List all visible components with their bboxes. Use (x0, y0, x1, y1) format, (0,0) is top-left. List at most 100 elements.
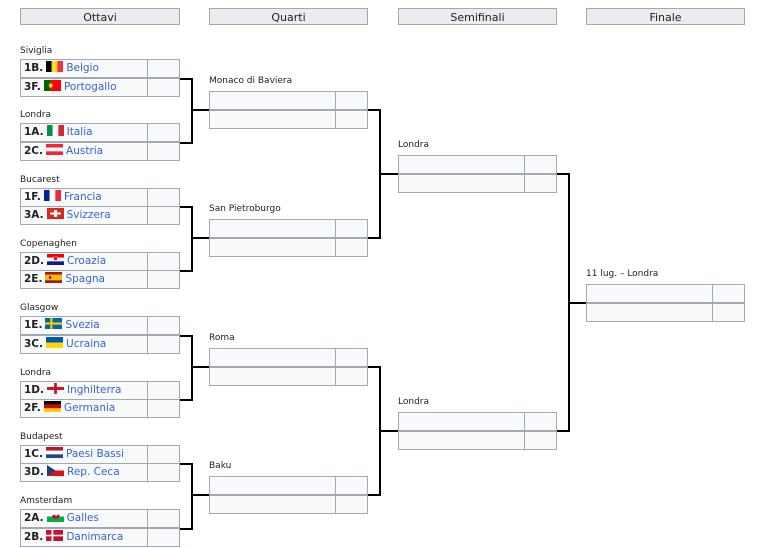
team-row: 1D. Inghilterra (20, 380, 180, 400)
switzerland-flag-icon (46, 208, 64, 220)
score-cell (334, 349, 367, 366)
bracket-connector-line (191, 237, 209, 239)
team-name-link[interactable]: Croazia (67, 254, 107, 267)
team-cell (587, 285, 713, 302)
france-flag-icon (43, 189, 61, 201)
team-cell: 1A.Italia (21, 124, 148, 142)
team-cell: 2A.Galles (21, 510, 148, 528)
match-venue: Londra (20, 110, 51, 121)
team-row: 1E. Svezia (20, 316, 180, 336)
team-name-link[interactable]: Galles (66, 512, 99, 525)
score-cell (146, 143, 179, 160)
team-row: 2B.Danimarca (20, 527, 180, 547)
croatia-flag-icon (47, 253, 65, 265)
score-cell (334, 220, 367, 237)
team-row (398, 155, 557, 174)
score-cell (146, 336, 179, 353)
portugal-flag-icon (43, 79, 61, 91)
team-name-link[interactable]: Francia (63, 190, 102, 203)
team-cell: 3F. Portogallo (21, 78, 148, 96)
match-venue: 11 lug. – Londra (586, 269, 659, 279)
denmark-flag-icon (46, 529, 64, 541)
team-row: 1C. Paesi Bassi (20, 444, 180, 464)
team-name-link[interactable]: Germania (63, 402, 116, 414)
team-cell: 2C.Austria (21, 142, 148, 160)
match-venue: Siviglia (20, 46, 53, 56)
score-cell (523, 413, 556, 430)
team-name-link[interactable]: Portogallo (63, 80, 117, 93)
match-venue: Copenaghen (20, 238, 77, 249)
team-seed: 1E. (24, 319, 43, 332)
bracket-connector-line (568, 302, 586, 304)
bracket-connector-line (191, 463, 193, 530)
team-name-link[interactable]: Belgio (66, 62, 99, 74)
team-name-link[interactable]: Ucraina (66, 337, 107, 350)
team-cell (399, 413, 525, 430)
score-cell (334, 111, 367, 128)
team-cell (210, 349, 336, 366)
score-cell (146, 382, 179, 399)
team-cell (587, 303, 713, 321)
austria-flag-icon (46, 143, 64, 155)
team-cell (399, 431, 525, 449)
match-venue: Baku (209, 461, 232, 471)
team-name-link[interactable]: Danimarca (66, 530, 124, 543)
team-seed: 2E. (24, 273, 43, 286)
match-venue: Roma (209, 333, 235, 343)
score-cell (334, 92, 367, 109)
team-seed: 1C. (24, 447, 44, 460)
bracket-connector-line (368, 109, 380, 111)
team-name-link[interactable]: Svezia (65, 319, 100, 332)
bracket-connector-line (368, 237, 380, 239)
score-cell (523, 156, 556, 173)
score-cell (146, 207, 179, 224)
team-row: 2D. Croazia (20, 251, 180, 271)
team-row: 2A.Galles (20, 509, 180, 529)
team-seed: 3F. (24, 80, 41, 93)
team-row (398, 430, 557, 450)
team-row: 3F. Portogallo (20, 77, 180, 97)
team-row (209, 494, 368, 514)
team-cell (210, 110, 336, 128)
score-cell (146, 529, 179, 546)
bracket-connector-line (191, 366, 209, 368)
score-cell (146, 510, 179, 527)
spain-flag-icon (45, 272, 63, 284)
match-venue: Budapest (20, 431, 63, 442)
netherlands-flag-icon (46, 446, 64, 458)
team-name-link[interactable]: Paesi Bassi (66, 447, 124, 460)
bracket-connector-line (368, 366, 380, 368)
team-row (209, 109, 368, 129)
score-cell (523, 175, 556, 192)
score-cell (146, 253, 179, 270)
team-cell (210, 367, 336, 385)
match-venue: Monaco di Baviera (209, 76, 293, 86)
team-name-link[interactable]: Inghilterra (67, 383, 122, 396)
team-name-link[interactable]: Austria (66, 144, 104, 157)
team-seed: 2D. (24, 254, 45, 267)
czechia-flag-icon (47, 465, 65, 477)
team-name-link[interactable]: Italia (66, 126, 93, 139)
bracket-connector-line (191, 494, 209, 496)
team-row: 2C.Austria (20, 141, 180, 161)
team-row (398, 412, 557, 431)
team-seed: 1D. (24, 383, 45, 396)
team-row (209, 219, 368, 238)
team-cell (399, 156, 525, 173)
team-cell: 1D. Inghilterra (21, 381, 148, 399)
score-cell (334, 496, 367, 513)
team-name-link[interactable]: Svizzera (66, 209, 111, 222)
bracket-connector-line (191, 109, 209, 111)
team-row: 3C.Ucraina (20, 334, 180, 354)
match-venue: Glasgow (20, 303, 59, 314)
team-cell: 3A.Svizzera (21, 207, 148, 225)
bracket-connector-line (191, 206, 193, 273)
team-row (209, 237, 368, 257)
team-row (209, 91, 368, 110)
bracket-connector-line (180, 463, 192, 466)
bracket-connector-line (180, 206, 192, 209)
team-row (209, 348, 368, 367)
team-seed: 1F. (24, 190, 41, 203)
team-name-link[interactable]: Rep. Ceca (67, 466, 120, 479)
team-name-link[interactable]: Spagna (65, 273, 105, 286)
